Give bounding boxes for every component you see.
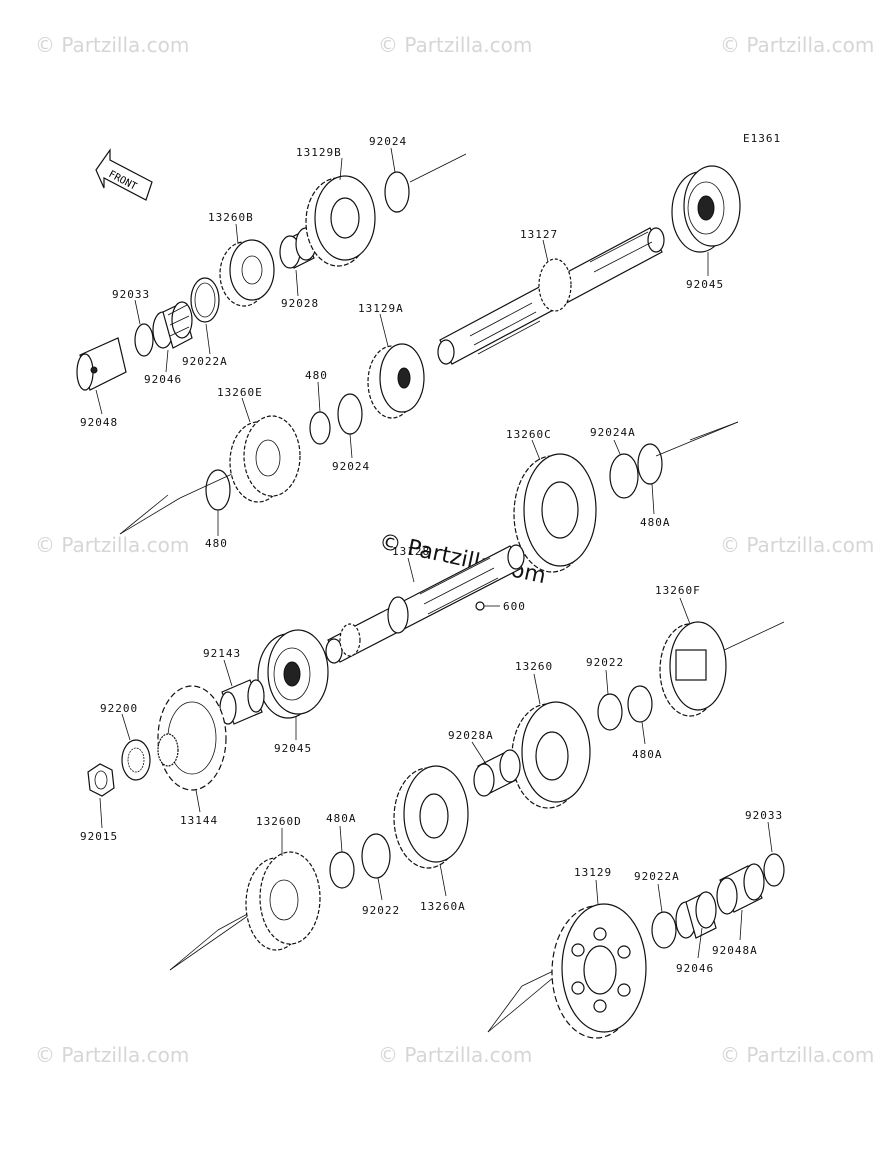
watermark-top-center: © Partzilla.com xyxy=(378,33,532,57)
part-92046-bearing-right[interactable] xyxy=(675,891,717,939)
part-13144-sprocket[interactable] xyxy=(157,685,227,791)
part-480A-circlip-right[interactable] xyxy=(637,443,663,485)
part-13260-gear[interactable] xyxy=(511,701,591,809)
part-92143-collar[interactable] xyxy=(219,679,265,725)
label-480A-low[interactable]: 480A xyxy=(326,812,357,825)
part-92045-bearing-mid[interactable] xyxy=(257,629,329,719)
label-480-left[interactable]: 480 xyxy=(205,537,228,550)
part-13260D-gear[interactable] xyxy=(245,851,321,951)
label-13129[interactable]: 13129 xyxy=(574,866,612,879)
part-13260E-gear[interactable] xyxy=(229,415,301,503)
label-13129B[interactable]: 13129B xyxy=(296,146,342,159)
leader-lines xyxy=(95,147,773,959)
watermark-mid-right: © Partzilla.com xyxy=(720,533,874,557)
part-13260A-gear[interactable] xyxy=(393,765,469,869)
label-13127[interactable]: 13127 xyxy=(520,228,558,241)
part-92024-circlip-top[interactable] xyxy=(384,171,410,213)
label-13129A[interactable]: 13129A xyxy=(358,302,404,315)
label-600[interactable]: 600 xyxy=(503,600,526,613)
label-480A-right[interactable]: 480A xyxy=(640,516,671,529)
label-92024A[interactable]: 92024A xyxy=(590,426,636,439)
part-13127-shaft[interactable] xyxy=(437,227,665,365)
label-480A-mid[interactable]: 480A xyxy=(632,748,663,761)
part-13129B-gear[interactable] xyxy=(305,175,376,267)
label-13260B[interactable]: 13260B xyxy=(208,211,254,224)
label-13260C[interactable]: 13260C xyxy=(506,428,552,441)
label-92046-left[interactable]: 92046 xyxy=(144,373,182,386)
part-13260F-gear[interactable] xyxy=(659,621,727,717)
label-92022-right[interactable]: 92022 xyxy=(586,656,624,669)
label-92200[interactable]: 92200 xyxy=(100,702,138,715)
label-13260F[interactable]: 13260F xyxy=(655,584,701,597)
part-92022-washer-right[interactable] xyxy=(597,693,623,731)
label-92024-mid[interactable]: 92024 xyxy=(332,460,370,473)
label-92022-low[interactable]: 92022 xyxy=(362,904,400,917)
label-92033-left[interactable]: 92033 xyxy=(112,288,150,301)
label-92028[interactable]: 92028 xyxy=(281,297,319,310)
part-92015-nut[interactable] xyxy=(87,763,115,797)
watermark-bottom-left: © Partzilla.com xyxy=(35,1043,189,1067)
label-13128[interactable]: 13128 xyxy=(392,545,430,558)
part-labels: 13129B 92024 13260B 92028 92033 92022A 9… xyxy=(80,135,783,975)
part-92048-collar[interactable] xyxy=(76,337,127,391)
watermark-bottom-right: © Partzilla.com xyxy=(720,1043,874,1067)
label-92022A-left[interactable]: 92022A xyxy=(182,355,228,368)
part-480A-circlip-low[interactable] xyxy=(329,851,355,889)
part-13129A-gear[interactable] xyxy=(367,343,425,419)
part-13260C-gear[interactable] xyxy=(513,453,597,573)
part-13128-shaft[interactable] xyxy=(325,544,525,664)
part-13260B-gear[interactable] xyxy=(219,239,275,307)
label-92045-mid[interactable]: 92045 xyxy=(274,742,312,755)
diagram-code: E1361 xyxy=(743,132,781,145)
label-13144[interactable]: 13144 xyxy=(180,814,218,827)
watermark-mid-left: © Partzilla.com xyxy=(35,533,189,557)
part-92024A-circlip[interactable] xyxy=(609,453,639,499)
part-92028A-bushing[interactable] xyxy=(473,749,521,797)
front-arrow-icon: FRONT xyxy=(95,148,153,201)
part-92046-bearing-left[interactable] xyxy=(152,301,193,349)
label-92048[interactable]: 92048 xyxy=(80,416,118,429)
label-92048A[interactable]: 92048A xyxy=(712,944,758,957)
label-92022A-right[interactable]: 92022A xyxy=(634,870,680,883)
label-92024-top[interactable]: 92024 xyxy=(369,135,407,148)
watermark-top-right: © Partzilla.com xyxy=(720,33,874,57)
label-92143[interactable]: 92143 xyxy=(203,647,241,660)
watermark-top-left: © Partzilla.com xyxy=(35,33,189,57)
part-92024-circlip-mid[interactable] xyxy=(337,393,363,435)
part-92048A-sleeve[interactable] xyxy=(716,863,765,915)
part-480A-circlip-mid[interactable] xyxy=(627,685,653,723)
part-92045-bearing-top[interactable] xyxy=(671,165,741,253)
label-92015[interactable]: 92015 xyxy=(80,830,118,843)
part-92033-circlip-right[interactable] xyxy=(763,853,785,887)
part-92022-washer-low[interactable] xyxy=(361,833,391,879)
part-92033-circlip-left[interactable] xyxy=(134,323,154,357)
label-92045-top[interactable]: 92045 xyxy=(686,278,724,291)
watermark-bottom-center: © Partzilla.com xyxy=(378,1043,532,1067)
part-480-circlip-left[interactable] xyxy=(205,469,231,511)
label-92033-right[interactable]: 92033 xyxy=(745,809,783,822)
label-13260D[interactable]: 13260D xyxy=(256,815,302,828)
label-92046-right[interactable]: 92046 xyxy=(676,962,714,975)
axis-lines xyxy=(119,153,785,1033)
part-600-plug[interactable] xyxy=(475,601,485,611)
label-13260E[interactable]: 13260E xyxy=(217,386,263,399)
label-480-top[interactable]: 480 xyxy=(305,369,328,382)
part-92200-washer[interactable] xyxy=(121,739,151,781)
label-13260[interactable]: 13260 xyxy=(515,660,553,673)
label-92028A[interactable]: 92028A xyxy=(448,729,494,742)
part-92028-bushing[interactable] xyxy=(279,227,317,269)
label-13260A[interactable]: 13260A xyxy=(420,900,466,913)
part-13129-gear[interactable] xyxy=(551,903,647,1039)
part-92022A-washer-right[interactable] xyxy=(651,911,677,949)
part-480-circlip-top[interactable] xyxy=(309,411,331,445)
part-92022A-washer-left[interactable] xyxy=(190,277,220,323)
